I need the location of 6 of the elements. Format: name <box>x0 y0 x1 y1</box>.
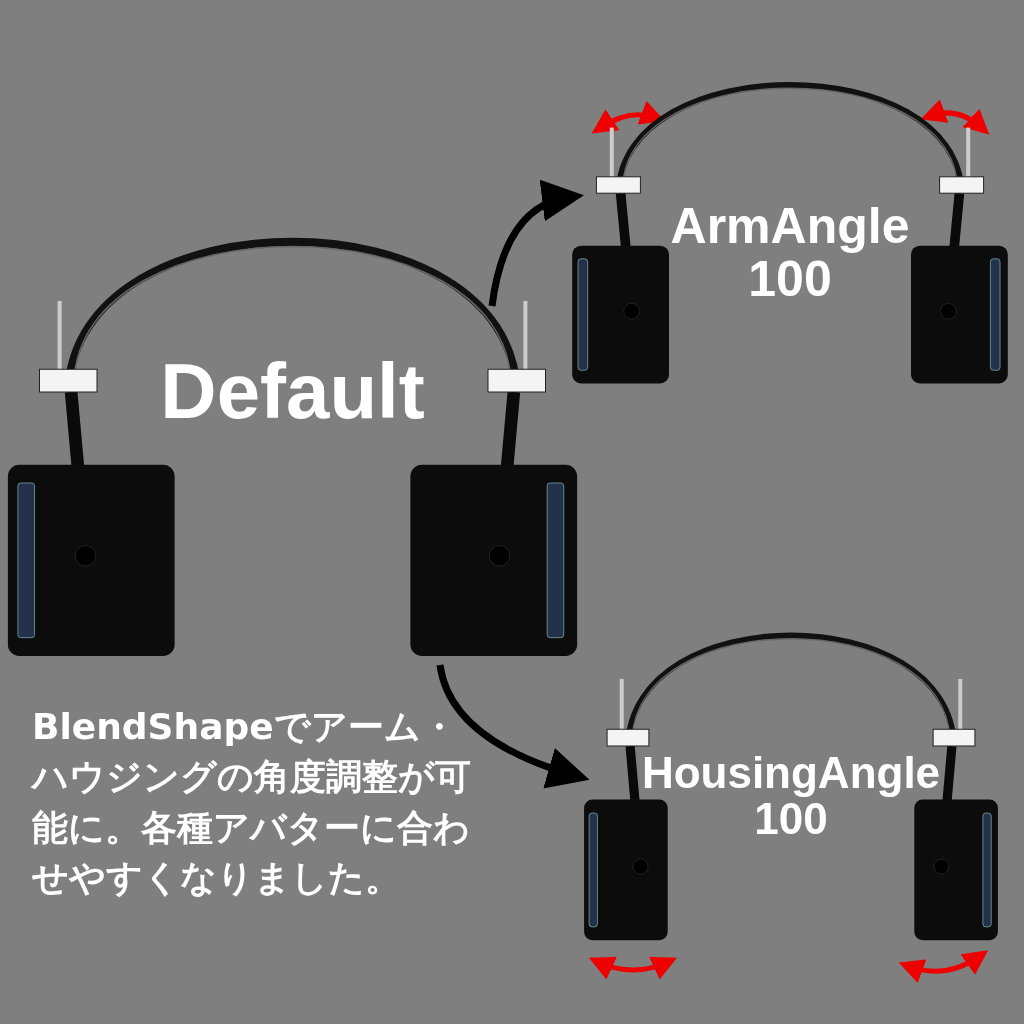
headphones-label: HousingAngle 100 <box>641 750 941 843</box>
description-text: BlendShapeでアーム・ハウジングの角度調整が可能に。各種アバターに合わせやすくなりました。 <box>32 705 472 901</box>
headphones-label: Default <box>159 351 426 433</box>
curved-arrow <box>488 181 584 307</box>
curved-arrow <box>436 664 590 788</box>
headphones-label: ArmAngle 100 <box>669 199 911 305</box>
